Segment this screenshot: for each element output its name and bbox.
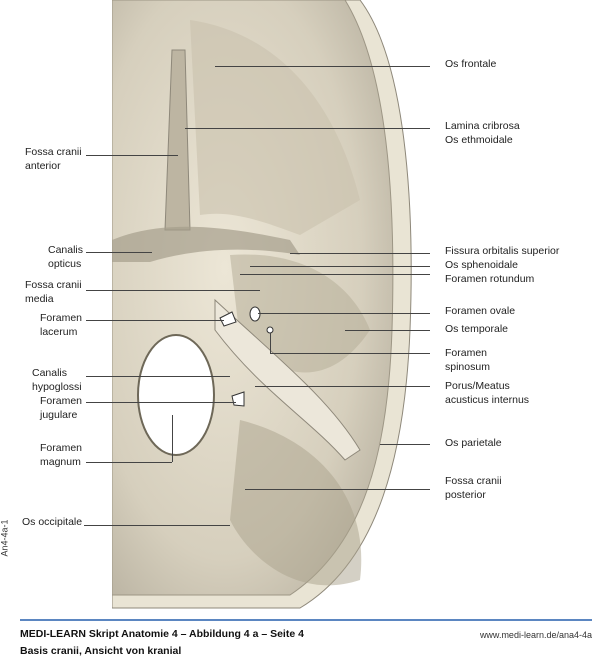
label-line: Foramen bbox=[40, 312, 83, 324]
leader-line bbox=[86, 462, 172, 463]
label-line: Canalis bbox=[48, 244, 84, 256]
foramen-lacerum-mark bbox=[219, 311, 237, 327]
posterior-fossa-shadow bbox=[230, 420, 362, 586]
footer-url-link[interactable]: www.medi-learn.de/ana4-4a bbox=[479, 630, 592, 640]
figure-code: An4-4a-1 bbox=[0, 519, 10, 557]
skull-base-illustration bbox=[112, 0, 412, 609]
label-os-parietale: Os parietale bbox=[445, 437, 502, 449]
leader-line bbox=[258, 313, 430, 314]
leader-line bbox=[86, 155, 178, 156]
leader-line bbox=[290, 253, 430, 254]
label-line: spinosum bbox=[445, 360, 490, 373]
footer-subtitle: Basis cranii, Ansicht von kranial bbox=[20, 645, 182, 657]
label-line: media bbox=[25, 292, 54, 305]
petrous-ridge bbox=[214, 298, 361, 461]
label-line: lacerum bbox=[40, 325, 78, 338]
leader-line bbox=[345, 330, 430, 331]
leader-line bbox=[270, 333, 271, 353]
label-line: Fossa cranii bbox=[25, 279, 82, 291]
label-line: Fossa cranii bbox=[25, 146, 82, 158]
label-line: hypoglossi bbox=[32, 380, 82, 393]
label-line: acusticus internus bbox=[445, 393, 530, 406]
leader-line bbox=[84, 525, 230, 526]
label-line: Foramen bbox=[445, 347, 488, 359]
label-line: Os ethmoidale bbox=[445, 133, 513, 146]
label-os-frontale: Os frontale bbox=[445, 58, 497, 70]
label-line: Fossa cranii bbox=[445, 475, 502, 487]
leader-line bbox=[86, 320, 224, 321]
label-line: posterior bbox=[445, 488, 486, 501]
label-line: jugulare bbox=[40, 408, 78, 421]
label-line: Foramen bbox=[40, 442, 83, 454]
leader-line bbox=[185, 128, 430, 129]
leader-line bbox=[245, 489, 430, 490]
label-line: Canalis bbox=[32, 367, 68, 379]
footer-rule bbox=[20, 619, 592, 621]
label-foramen-ovale: Foramen ovale bbox=[445, 305, 516, 317]
label-line: opticus bbox=[48, 257, 82, 270]
leader-line bbox=[86, 402, 236, 403]
label-line: Porus/Meatus bbox=[445, 380, 510, 392]
label-line: Lamina cribrosa bbox=[445, 120, 520, 132]
leader-line bbox=[172, 415, 173, 462]
anterior-fossa-shadow bbox=[190, 20, 360, 235]
leader-line bbox=[86, 376, 230, 377]
leader-line bbox=[86, 290, 260, 291]
label-line: Foramen bbox=[40, 395, 83, 407]
foramen-magnum bbox=[137, 334, 215, 456]
label-line: anterior bbox=[25, 159, 61, 172]
footer-title: MEDI-LEARN Skript Anatomie 4 – Abbildung… bbox=[20, 628, 304, 640]
leader-line bbox=[255, 386, 430, 387]
label-line: magnum bbox=[40, 455, 81, 468]
leader-line bbox=[270, 353, 430, 354]
sphenoid-wing bbox=[112, 226, 300, 262]
foramen-ovale-mark bbox=[249, 306, 261, 322]
label-os-sphenoidale: Os sphenoidale bbox=[445, 259, 518, 271]
leader-line bbox=[240, 274, 430, 275]
leader-line bbox=[215, 66, 430, 67]
label-fissura-orbitalis-superior: Fissura orbitalis superior bbox=[445, 245, 560, 257]
label-os-occipitale: Os occipitale bbox=[22, 516, 83, 528]
leader-line bbox=[86, 252, 152, 253]
label-foramen-rotundum: Foramen rotundum bbox=[445, 273, 535, 285]
leader-line bbox=[250, 266, 430, 267]
leader-line bbox=[380, 444, 430, 445]
label-os-temporale: Os temporale bbox=[445, 323, 509, 335]
